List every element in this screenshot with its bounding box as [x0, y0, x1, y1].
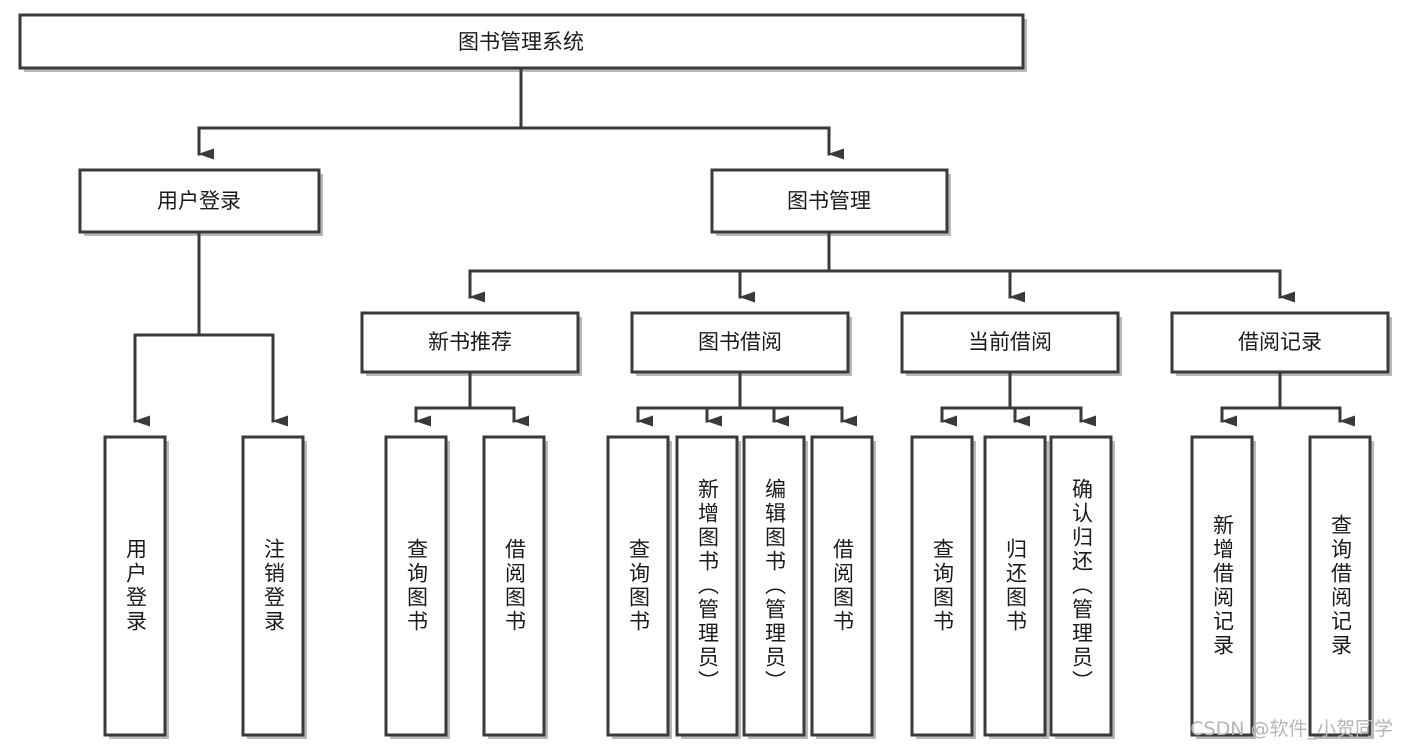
leaf-query-book-3[interactable]: [910, 435, 976, 739]
node-root[interactable]: 图书管理系统: [18, 13, 1027, 72]
leaf-boxes: [103, 435, 1374, 739]
leaf-user-logout[interactable]: [241, 435, 307, 739]
connector-book-manage-to-level3: [468, 230, 1295, 303]
node-current-borrow[interactable]: 当前借阅: [900, 311, 1122, 376]
node-book-manage[interactable]: 图书管理: [710, 168, 951, 236]
leaf-borrow-book-1[interactable]: [482, 435, 548, 739]
leaf-query-book-1[interactable]: [384, 435, 450, 739]
connector-current-borrow-to-leaves: [940, 370, 1096, 427]
connector-root-to-level2: [197, 66, 844, 160]
leaf-edit-book[interactable]: [742, 435, 808, 739]
node-borrow-record-label: 借阅记录: [1238, 330, 1322, 354]
node-new-book-rec[interactable]: 新书推荐: [360, 311, 582, 376]
leaf-confirm-return[interactable]: [1049, 435, 1115, 739]
leaf-add-record[interactable]: [1190, 435, 1256, 739]
connector-book-borrow-to-leaves: [636, 370, 857, 427]
leaf-query-book-2[interactable]: [606, 435, 672, 739]
csdn-watermark: CSDN @软件_小贺同学: [1190, 718, 1393, 740]
node-book-borrow[interactable]: 图书借阅: [630, 311, 852, 376]
node-root-label: 图书管理系统: [458, 30, 584, 54]
connector-user-login-to-leaves: [133, 230, 288, 427]
leaf-borrow-book-2[interactable]: [810, 435, 876, 739]
leaf-query-record[interactable]: [1308, 435, 1374, 739]
connector-borrow-record-to-leaves: [1220, 370, 1355, 427]
node-borrow-record[interactable]: 借阅记录: [1170, 311, 1392, 376]
node-book-manage-label: 图书管理: [787, 189, 871, 213]
node-current-borrow-label: 当前借阅: [968, 330, 1052, 354]
connector-new-book-rec-to-leaves: [414, 370, 529, 427]
leaf-add-book[interactable]: [675, 435, 741, 739]
node-user-login-label: 用户登录: [157, 189, 241, 213]
leaf-user-login[interactable]: [103, 435, 169, 739]
leaf-return-book[interactable]: [983, 435, 1049, 739]
node-book-borrow-label: 图书借阅: [698, 330, 782, 354]
node-user-login[interactable]: 用户登录: [78, 168, 323, 236]
node-new-book-rec-label: 新书推荐: [428, 330, 512, 354]
